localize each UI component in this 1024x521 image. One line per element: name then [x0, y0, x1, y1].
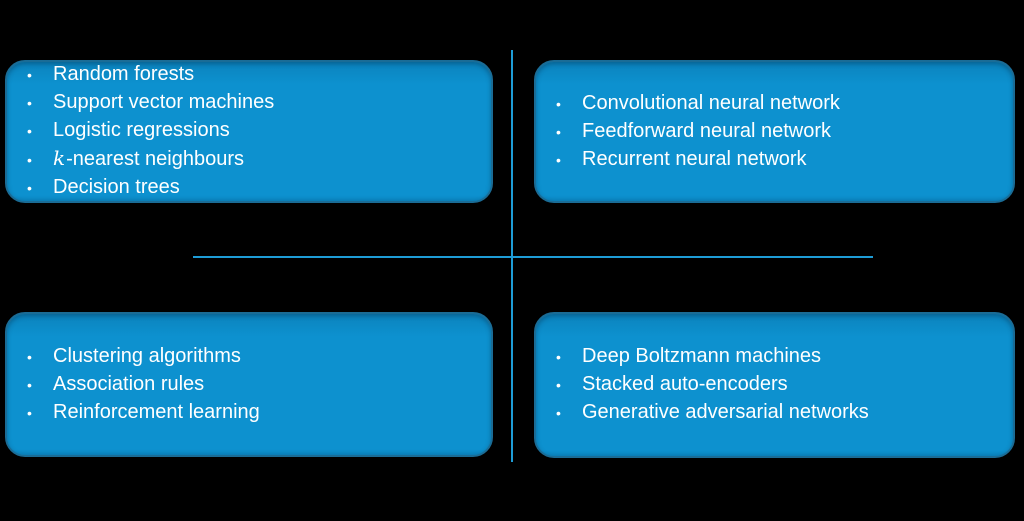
list-item-label: Generative adversarial networks [582, 401, 869, 423]
bullet-icon: • [556, 405, 561, 421]
bullet-icon: • [27, 404, 32, 421]
bullet-icon: • [27, 180, 32, 196]
quadrant-bottom-left: • Clustering algorithms • Association rules… [5, 312, 493, 457]
list-item: • Decision trees [27, 174, 483, 202]
bullet-icon: • [27, 123, 32, 139]
algorithm-list: • Convolutional neural network • Feedforwar… [536, 62, 1013, 201]
bullet-icon: • [556, 349, 561, 365]
list-item: • Reinforcement learning [27, 399, 483, 427]
list-item-label: Recurrent neural network [582, 147, 807, 170]
list-item: • Association rules [27, 371, 483, 399]
bullet-icon: • [27, 348, 32, 365]
list-item-label: Feedforward neural network [582, 119, 832, 142]
bullet-icon: • [556, 95, 561, 112]
bullet-icon: • [27, 376, 32, 393]
list-item: • Clustering algorithms [27, 343, 483, 371]
list-item: • Convolutional neural network [556, 90, 1005, 118]
list-item: • Feedforward neural network [556, 118, 1005, 146]
list-item-label: Support vector machines [53, 91, 275, 113]
list-item-label: Reinforcement learning [53, 400, 260, 423]
list-item: • Support vector machines [27, 89, 483, 117]
algorithm-list: •Random forests•Support vector machines•… [7, 62, 491, 201]
algorithm-list: • Clustering algorithms • Association rules… [7, 314, 491, 455]
bullet-icon: • [27, 152, 32, 168]
list-item-label: Clustering algorithms [53, 344, 241, 367]
list-item-label: Logistic regressions [53, 119, 230, 141]
list-item: • Deep Boltzmann machines [556, 343, 1005, 371]
quadrant-top-right: • Convolutional neural network • Feedforwar… [534, 60, 1015, 203]
quadrant-top-left: •Random forests•Support vector machines•… [5, 60, 493, 203]
algorithm-list: • Deep Boltzmann machines • Stacked auto-en… [536, 314, 1013, 456]
bullet-icon: • [556, 123, 561, 140]
list-item: • Stacked auto-encoders [556, 371, 1005, 399]
bullet-icon: • [556, 151, 561, 168]
bullet-icon: • [27, 95, 32, 111]
list-item-label: Deep Boltzmann machines [582, 345, 822, 367]
list-item-label: Convolutional neural network [582, 91, 840, 114]
list-item: • k-nearest neighbours [27, 145, 483, 174]
list-item-label: Stacked auto-encoders [582, 373, 788, 395]
list-item-label: Random forests [53, 63, 195, 85]
bullet-icon: • [27, 67, 32, 83]
list-item-label: Association rules [53, 372, 205, 395]
horizontal-axis-line [193, 256, 873, 258]
list-item: • Recurrent neural network [556, 146, 1005, 174]
list-item: • Random forests [27, 61, 483, 89]
quadrant-bottom-right: • Deep Boltzmann machines • Stacked auto-en… [534, 312, 1015, 458]
bullet-icon: • [556, 377, 561, 393]
list-item-label: Decision trees [53, 176, 180, 198]
list-item: • Logistic regressions [27, 117, 483, 145]
list-item: • Generative adversarial networks [556, 399, 1005, 427]
list-item-label: k-nearest neighbours [53, 146, 245, 170]
